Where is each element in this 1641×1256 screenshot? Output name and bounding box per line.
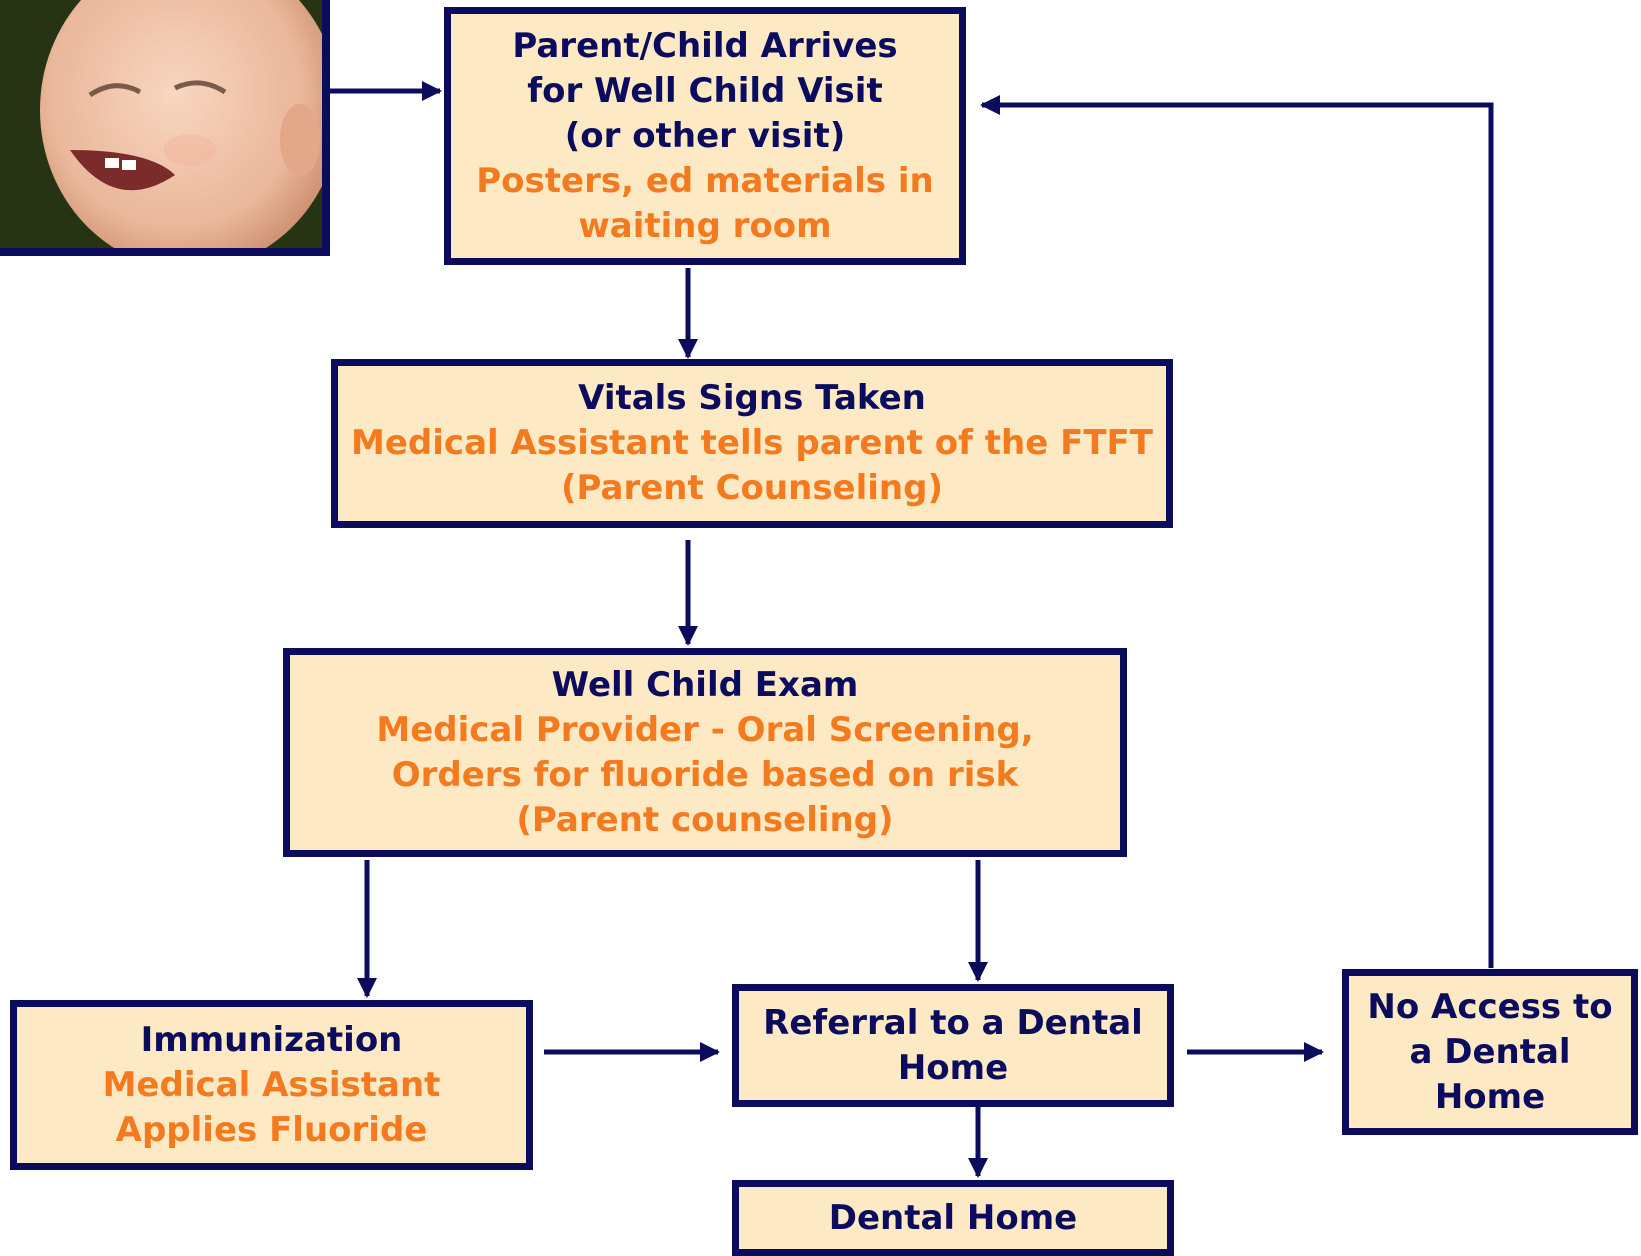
box-vitals-note-line-2: (Parent Counseling) [560, 468, 944, 508]
box-dental-home: Dental Home [732, 1180, 1174, 1256]
box-exam-note-line-2: Orders for fluoride based on risk [391, 754, 1019, 795]
box-arrive-title-line-3: (or other visit) [564, 115, 846, 156]
box-arrive: Parent/Child Arrives for Well Child Visi… [444, 7, 966, 265]
box-exam-note-line-1: Medical Provider - Oral Screening, [376, 709, 1034, 750]
box-exam-note-line-3: (Parent counseling) [516, 799, 894, 840]
box-referral-title-line-1: Referral to a Dental [763, 1002, 1143, 1043]
box-vitals-title-line-1: Vitals Signs Taken [578, 378, 926, 418]
box-arrive-note-line-2: waiting room [578, 205, 832, 246]
box-immunization-note-line-1: Medical Assistant [102, 1064, 441, 1105]
box-referral: Referral to a Dental Home [732, 984, 1174, 1107]
box-vitals: Vitals Signs Taken Medical Assistant tel… [331, 359, 1173, 528]
box-noaccess-title-line-2: a Dental [1409, 1031, 1571, 1072]
box-immunization-note-line-2: Applies Fluoride [115, 1109, 428, 1150]
box-arrive-note-line-1: Posters, ed materials in [476, 160, 934, 201]
arrow-noaccess-back-to-arrive [980, 95, 1494, 968]
box-vitals-note-line-1: Medical Assistant tells parent of the FT… [351, 423, 1153, 463]
box-exam: Well Child Exam Medical Provider - Oral … [283, 648, 1127, 857]
baby-face-illustration [0, 0, 322, 248]
box-noaccess: No Access to a Dental Home [1342, 969, 1638, 1135]
box-immunization: Immunization Medical Assistant Applies F… [10, 1000, 533, 1170]
box-noaccess-title-line-3: Home [1434, 1076, 1546, 1117]
box-immunization-title-line-1: Immunization [140, 1019, 403, 1060]
baby-photo [0, 0, 330, 256]
box-exam-title-line-1: Well Child Exam [551, 664, 859, 705]
box-noaccess-title-line-1: No Access to [1367, 986, 1613, 1027]
box-referral-title-line-2: Home [897, 1047, 1009, 1088]
box-arrive-title-line-1: Parent/Child Arrives [512, 25, 898, 66]
box-arrive-title-line-2: for Well Child Visit [527, 70, 883, 111]
box-dental-home-title-line-1: Dental Home [828, 1197, 1078, 1238]
